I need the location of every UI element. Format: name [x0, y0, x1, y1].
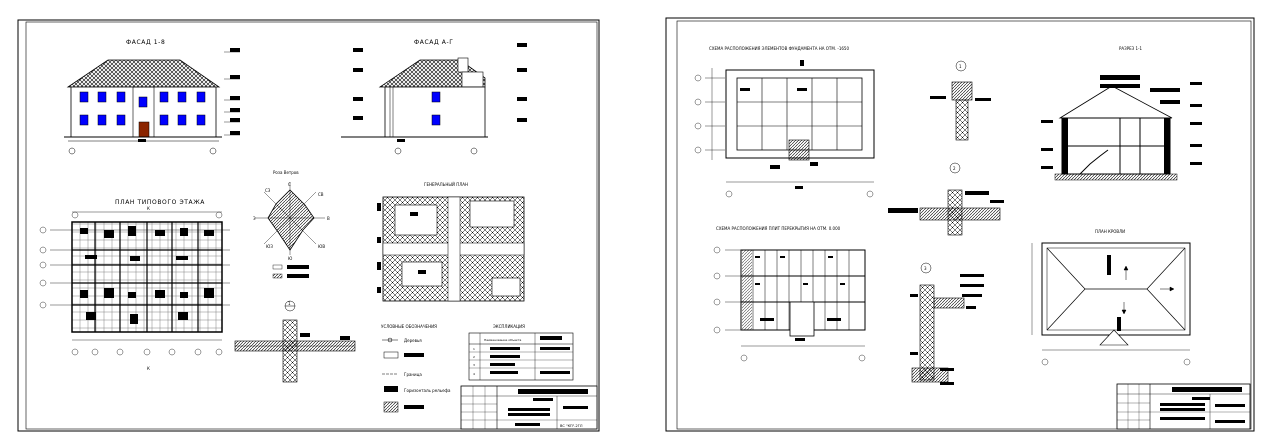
explication-header: Наименование объекта	[484, 338, 521, 342]
typical-floor-plan: ПЛАН ТИПОВОГО ЭТАЖА	[39, 199, 230, 371]
explication-row-3: 3	[473, 363, 475, 367]
explication-title: ЭКСПЛИКАЦИЯ	[493, 324, 525, 329]
sheet-2-title-block	[1116, 383, 1251, 430]
node-1-detail: 1	[234, 300, 356, 383]
wind-dir-w: З	[253, 216, 256, 221]
wind-dir-e: В	[327, 216, 330, 221]
wall-node-3-mark: 3	[924, 266, 927, 271]
legend-item-trees: Деревья	[404, 338, 422, 343]
explication-row-2: 2	[473, 355, 475, 359]
facade-1-8: ФАСАД 1-8	[64, 39, 240, 155]
site-plan-title: ГЕНЕРАЛЬНЫЙ ПЛАН	[424, 182, 468, 187]
wall-node-3: 3	[910, 262, 984, 385]
site-plan: ГЕНЕРАЛЬНЫЙ ПЛАН	[377, 182, 525, 302]
explication-row-1: 1	[473, 347, 475, 351]
plan-section-mark-bottom: К	[147, 366, 150, 371]
slab-scheme: СХЕМА РАСПОЛОЖЕНИЯ ПЛИТ ПЕРЕКРЫТИЯ НА ОТ…	[713, 226, 866, 362]
wind-dir-s: Ю	[288, 256, 293, 261]
wind-dir-nw: СЗ	[265, 188, 271, 193]
facade-a-g: ФАСАД А-Г	[341, 39, 527, 155]
typical-floor-plan-title: ПЛАН ТИПОВОГО ЭТАЖА	[115, 199, 205, 206]
legend: УСЛОВНЫЕ ОБОЗНАЧЕНИЯ Деревья Граница Гор…	[381, 324, 451, 413]
entrance-door	[138, 121, 150, 138]
sheet-1-title-block: ВС "КП"-2ГЛ	[460, 385, 598, 430]
section-1-1-title: РАЗРЕЗ 1-1	[1119, 46, 1142, 51]
explication: ЭКСПЛИКАЦИЯ Наименование объекта 1 2 3 4	[468, 324, 574, 381]
foundation-node-2: 2	[888, 162, 1004, 236]
roof-plan-title: ПЛАН КРОВЛИ	[1095, 229, 1125, 234]
foundation-scheme-title: СХЕМА РАСПОЛОЖЕНИЯ ЭЛЕМЕНТОВ ФУНДАМЕНТА …	[709, 46, 849, 51]
facade-a-g-title: ФАСАД А-Г	[414, 39, 454, 46]
sheet-1-stamp-code: ВС "КП"-2ГЛ	[560, 424, 583, 428]
foundation-node-1-mark: 1	[959, 64, 962, 69]
wind-dir-ne: СВ	[318, 192, 324, 197]
foundation-node-2-mark: 2	[953, 166, 956, 171]
legend-title: УСЛОВНЫЕ ОБОЗНАЧЕНИЯ	[381, 324, 437, 329]
wind-dir-n: С	[288, 182, 291, 187]
facade-1-8-title: ФАСАД 1-8	[126, 39, 165, 46]
wind-rose: Роза Ветров СВ С СЗ В З ЮВ ЮЗ Ю	[253, 170, 330, 279]
explication-row-4: 4	[473, 372, 475, 376]
sheet-1: ФАСАД 1-8	[17, 19, 600, 432]
wind-dir-sw: ЮЗ	[266, 244, 273, 249]
slab-scheme-title: СХЕМА РАСПОЛОЖЕНИЯ ПЛИТ ПЕРЕКРЫТИЯ НА ОТ…	[716, 226, 841, 231]
sheet-2: СХЕМА РАСПОЛОЖЕНИЯ ЭЛЕМЕНТОВ ФУНДАМЕНТА …	[665, 17, 1255, 432]
legend-item-border: Граница	[404, 372, 422, 377]
sheet-2-inner-frame	[676, 20, 1252, 430]
sheet-1-inner-frame	[25, 21, 598, 430]
foundation-scheme: СХЕМА РАСПОЛОЖЕНИЯ ЭЛЕМЕНТОВ ФУНДАМЕНТА …	[694, 46, 875, 198]
legend-item-contour: Горизонталь рельефа	[404, 388, 451, 393]
wind-rose-title: Роза Ветров	[273, 170, 299, 175]
facade-windows	[79, 91, 206, 126]
section-1-1: РАЗРЕЗ 1-1	[1041, 46, 1202, 181]
plan-section-mark-top: К	[147, 206, 150, 211]
wind-dir-se: ЮВ	[318, 244, 325, 249]
node-1-mark: 1	[288, 301, 291, 306]
foundation-node-1: 1	[930, 60, 991, 141]
roof-plan: ПЛАН КРОВЛИ	[1031, 229, 1191, 366]
